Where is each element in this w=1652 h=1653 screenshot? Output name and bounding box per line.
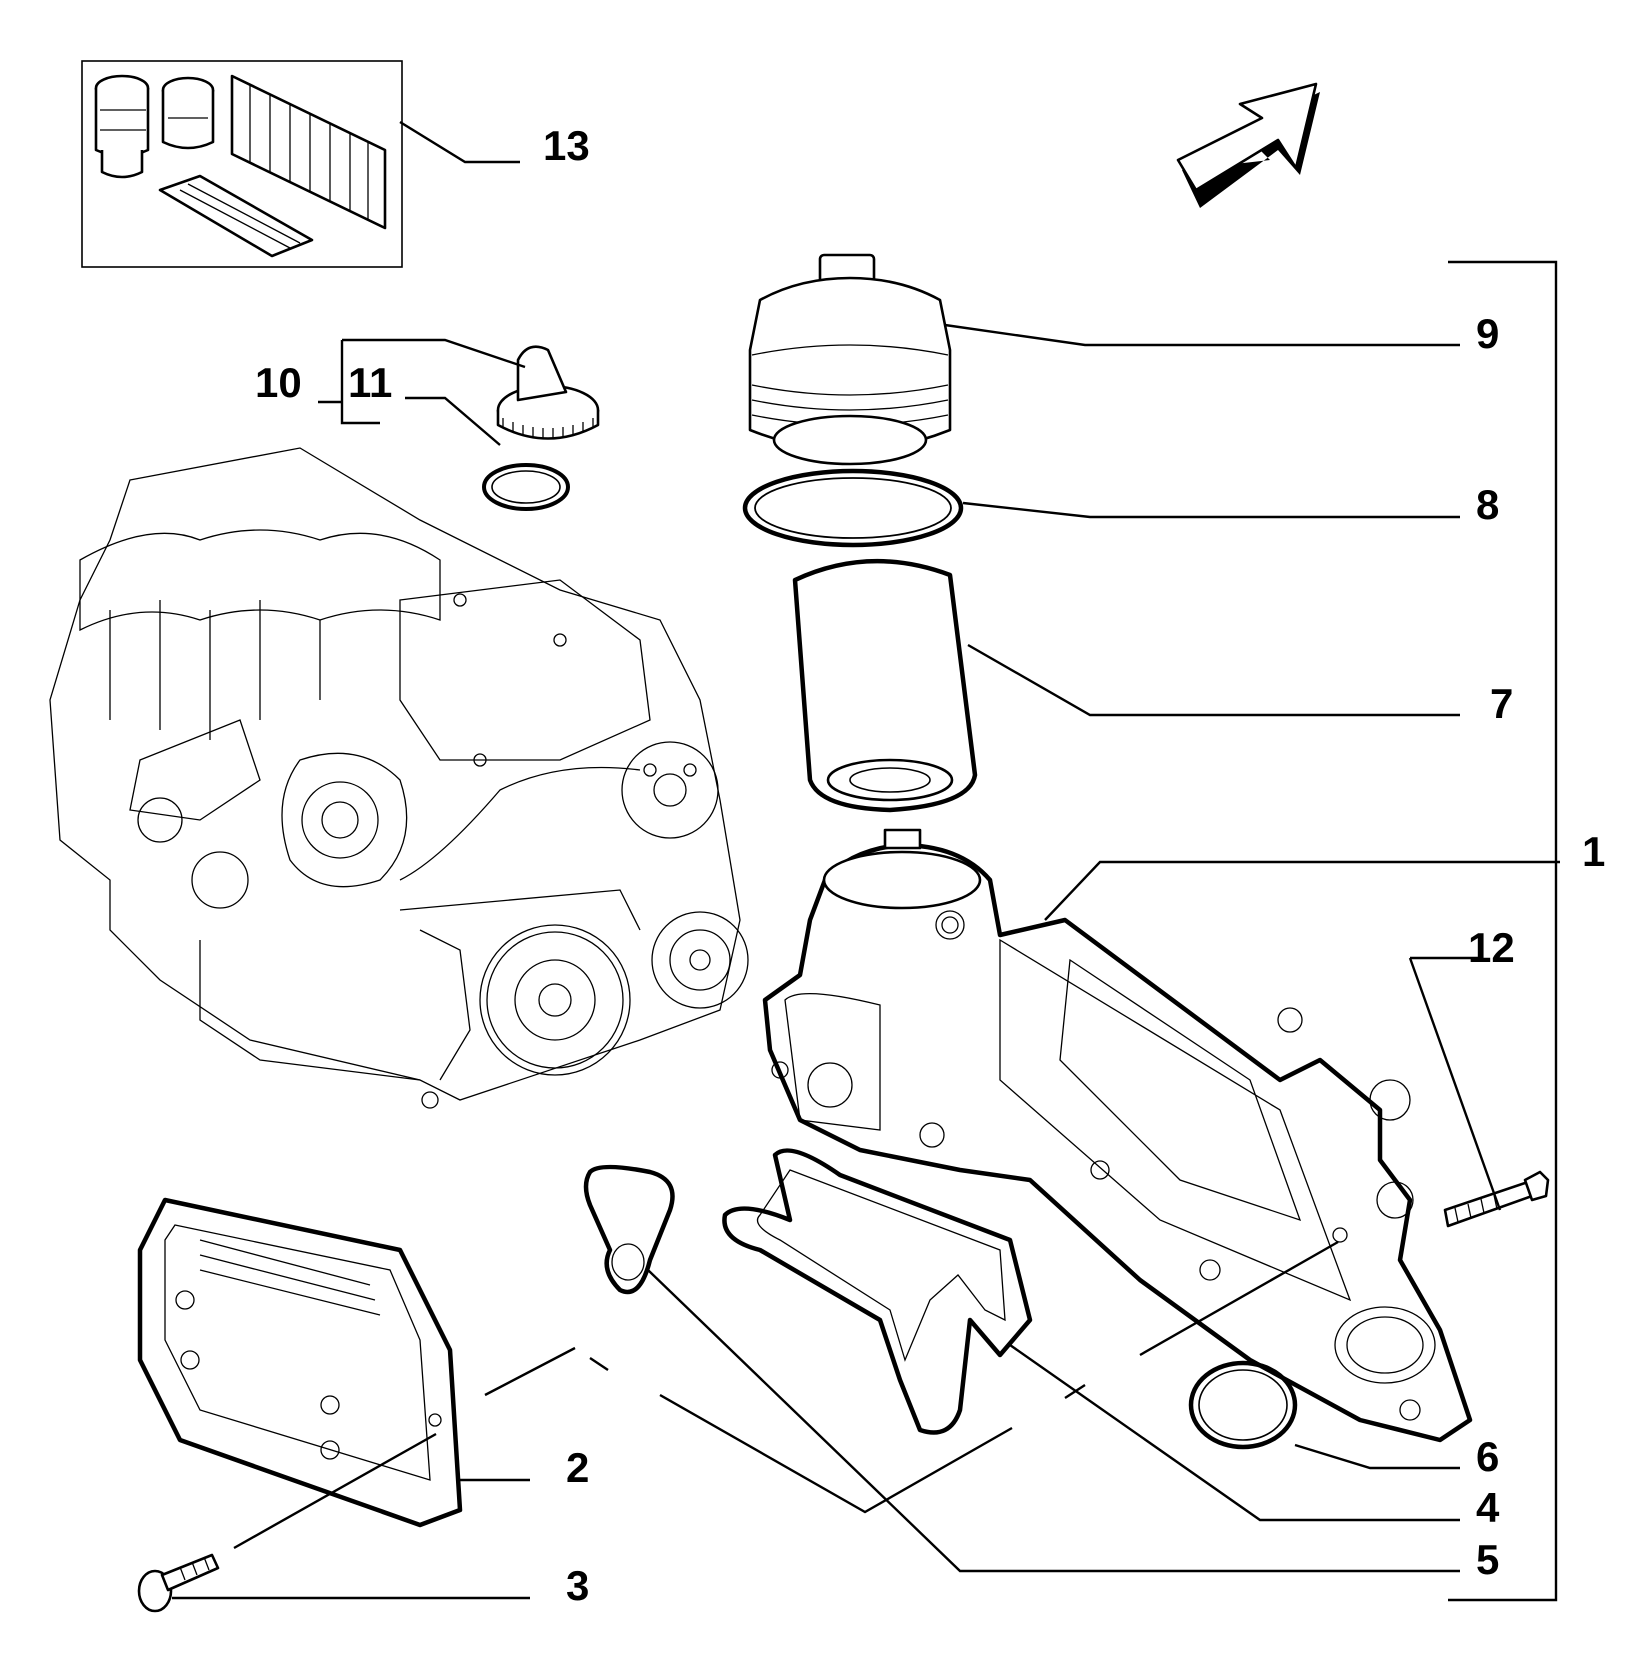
oil-filter-housing (762, 828, 1473, 1443)
callout-13: 13 (543, 122, 590, 169)
engine-illustration (49, 447, 749, 1109)
arrow-up-right-icon (1176, 82, 1320, 208)
filter-element (792, 558, 978, 813)
cap-seal-ring (482, 463, 570, 511)
callout-3: 3 (566, 1562, 589, 1609)
callout-4: 4 (1476, 1484, 1500, 1531)
filter-o-ring (742, 468, 964, 548)
callout-1: 1 (1582, 828, 1605, 875)
service-kit-inset (81, 60, 403, 268)
oil-filler-cap (496, 345, 600, 440)
callout-8: 8 (1476, 481, 1499, 528)
cabin-filter-icon (158, 174, 314, 258)
cooler-screw (137, 1553, 220, 1613)
callout-2: 2 (566, 1444, 589, 1491)
callout-10: 10 (255, 359, 302, 406)
oil-filter-cartridge-icon (94, 74, 150, 179)
callout-11: 11 (348, 359, 392, 406)
callout-labels: 13 10 11 9 8 7 1 12 6 2 4 5 3 (255, 122, 1605, 1609)
callout-9: 9 (1476, 310, 1499, 357)
filter-housing-cover (748, 253, 952, 466)
callout-6: 6 (1476, 1433, 1499, 1480)
air-filter-panel-icon (230, 74, 387, 230)
housing-bolt (1443, 1170, 1550, 1228)
fuel-filter-cartridge-icon (161, 76, 215, 150)
callout-7: 7 (1490, 680, 1513, 727)
cooler-gasket (722, 1148, 1033, 1435)
small-gasket (583, 1164, 675, 1295)
leader-lines (172, 120, 1560, 1602)
flange-seal-ring (1188, 1360, 1298, 1450)
callout-12: 12 (1468, 924, 1515, 971)
callout-5: 5 (1476, 1536, 1499, 1583)
oil-cooler (137, 1197, 463, 1528)
